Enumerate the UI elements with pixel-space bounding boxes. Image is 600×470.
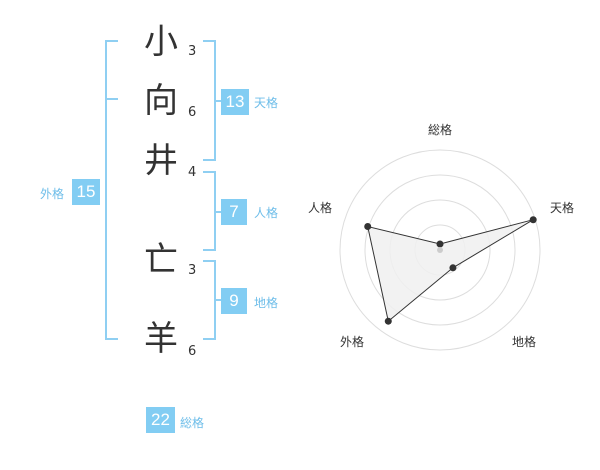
radar-grid-ring bbox=[364, 174, 516, 326]
fortune-radar-chart: 総格 天格 地格 外格 人格 bbox=[308, 122, 574, 351]
radar-grid-ring bbox=[339, 149, 541, 351]
stroke-count-3: 4 bbox=[188, 165, 197, 180]
radar-axis-label-soukaku: 総格 bbox=[428, 122, 452, 137]
radar-point bbox=[364, 223, 372, 231]
chikaku-label: 地格 bbox=[254, 296, 279, 310]
tenkaku-label: 天格 bbox=[254, 96, 279, 110]
gaikaku-bracket-tick bbox=[105, 98, 118, 100]
chikaku-value-badge: 9 bbox=[221, 288, 247, 314]
radar-point bbox=[384, 317, 392, 325]
soukaku-label: 総格 bbox=[180, 416, 205, 430]
tenkaku-value-badge: 13 bbox=[221, 89, 249, 115]
stroke-count-1: 3 bbox=[188, 44, 197, 59]
name-char-3: 井 bbox=[144, 141, 178, 181]
name-char-1: 小 bbox=[144, 22, 178, 62]
gaikaku-bracket bbox=[105, 40, 118, 340]
gaikaku-label: 外格 bbox=[40, 187, 65, 201]
jinkaku-label: 人格 bbox=[254, 206, 279, 220]
tenkaku-bracket bbox=[203, 40, 216, 161]
radar-axis-label-jinkaku: 人格 bbox=[308, 200, 332, 215]
radar-axis-label-chikaku: 地格 bbox=[512, 334, 536, 349]
stroke-count-4: 3 bbox=[188, 263, 197, 278]
name-char-4: 亡 bbox=[144, 240, 178, 280]
radar-point bbox=[529, 216, 537, 224]
radar-axis-label-gaikaku: 外格 bbox=[340, 334, 364, 349]
stroke-count-5: 6 bbox=[188, 344, 197, 359]
radar-point bbox=[436, 240, 444, 248]
gaikaku-value-badge: 15 bbox=[72, 179, 100, 205]
soukaku-value-badge: 22 bbox=[146, 407, 175, 433]
radar-center-dot bbox=[437, 247, 443, 253]
jinkaku-bracket bbox=[203, 171, 216, 251]
radar-value-polygon bbox=[367, 219, 534, 323]
jinkaku-bracket-tick bbox=[216, 211, 222, 213]
radar-axis-label-tenkaku: 天格 bbox=[550, 200, 574, 215]
chikaku-bracket-tick bbox=[216, 299, 222, 301]
name-char-2: 向 bbox=[144, 81, 178, 121]
stroke-count-2: 6 bbox=[188, 105, 197, 120]
name-char-5: 羊 bbox=[144, 319, 178, 359]
radar-point bbox=[449, 264, 457, 272]
jinkaku-value-badge: 7 bbox=[221, 199, 247, 225]
tenkaku-bracket-tick bbox=[216, 100, 222, 102]
chikaku-bracket bbox=[203, 260, 216, 340]
